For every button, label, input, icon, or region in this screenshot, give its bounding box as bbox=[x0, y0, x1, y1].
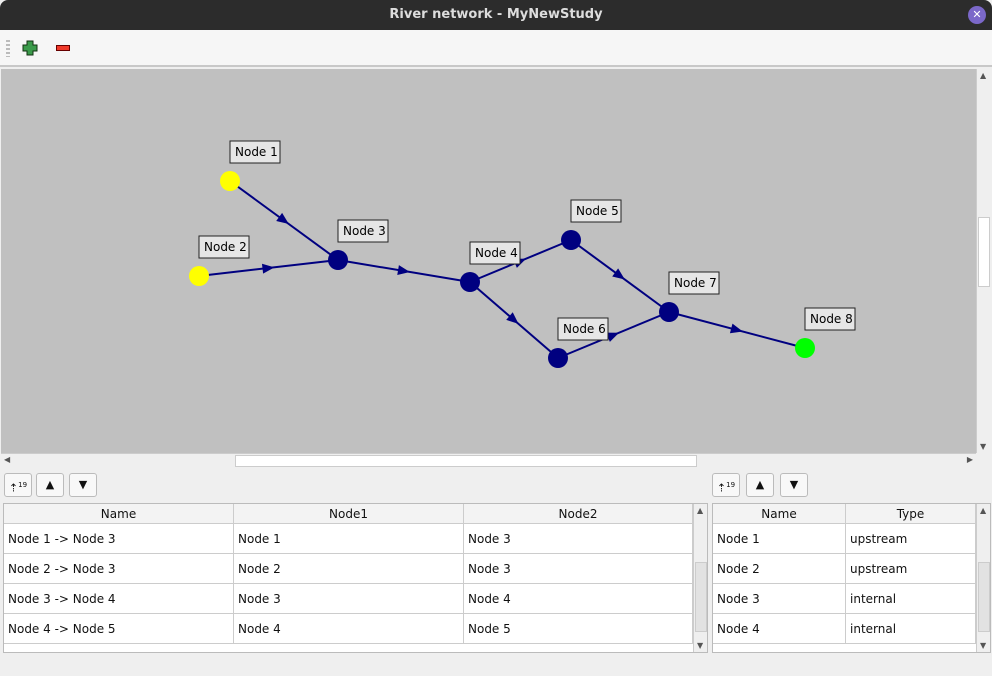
node-label: Node 8 bbox=[810, 312, 853, 326]
table-cell[interactable]: upstream bbox=[846, 554, 976, 584]
node-label: Node 5 bbox=[576, 204, 619, 218]
sort-icon[interactable]: ⇡19 bbox=[712, 473, 740, 497]
node[interactable] bbox=[795, 338, 815, 358]
edge-arrow-icon bbox=[261, 263, 275, 274]
table-cell[interactable]: Node 3 bbox=[713, 584, 846, 614]
table-cell[interactable]: Node 2 -> Node 3 bbox=[4, 554, 234, 584]
node-label-box bbox=[198, 235, 250, 259]
edge-arrow-icon bbox=[506, 312, 519, 324]
edge-arrow-icon bbox=[276, 212, 289, 225]
table-cell[interactable]: Node 4 -> Node 5 bbox=[4, 614, 234, 644]
node-label-box bbox=[229, 140, 281, 164]
remove-icon[interactable] bbox=[56, 45, 70, 51]
table-cell[interactable]: Node 3 -> Node 4 bbox=[4, 584, 234, 614]
node[interactable] bbox=[328, 250, 348, 270]
move-down-button[interactable]: ▼ bbox=[69, 473, 97, 497]
column-header[interactable]: Node2 bbox=[464, 504, 693, 524]
nodes-table-scrollbar[interactable]: ▲▼ bbox=[976, 504, 990, 652]
move-up-button[interactable]: ▲ bbox=[746, 473, 774, 497]
canvas-horizontal-scrollbar[interactable]: ◀▶ bbox=[1, 453, 976, 468]
toolbar-grip[interactable] bbox=[6, 40, 10, 57]
node-label-box bbox=[557, 317, 609, 341]
table-cell[interactable]: Node 4 bbox=[713, 614, 846, 644]
toolbar bbox=[0, 30, 992, 67]
network-graph[interactable]: Node 1 Node 2 Node 3 Node 4 Node 5 Node 6 Node… bbox=[1, 69, 976, 453]
column-header[interactable]: Name bbox=[4, 504, 234, 524]
node[interactable] bbox=[189, 266, 209, 286]
node-label: Node 7 bbox=[674, 276, 717, 290]
canvas-vertical-scrollbar[interactable]: ▲▼ bbox=[976, 69, 991, 453]
node[interactable] bbox=[561, 230, 581, 250]
node-label-box bbox=[570, 199, 622, 223]
table-cell[interactable]: Node 2 bbox=[713, 554, 846, 584]
move-down-button[interactable]: ▼ bbox=[780, 473, 808, 497]
table-cell[interactable]: upstream bbox=[846, 524, 976, 554]
node[interactable] bbox=[220, 171, 240, 191]
table-cell[interactable]: Node 2 bbox=[234, 554, 464, 584]
table-cell[interactable]: Node 3 bbox=[464, 524, 693, 554]
window-title: River network - MyNewStudy bbox=[389, 7, 603, 22]
node-label: Node 4 bbox=[475, 246, 518, 260]
table-cell[interactable]: Node 1 bbox=[713, 524, 846, 554]
table-cell[interactable]: Node 4 bbox=[464, 584, 693, 614]
table-cell[interactable]: Node 3 bbox=[464, 554, 693, 584]
node-label: Node 6 bbox=[563, 322, 606, 336]
status-bar bbox=[0, 654, 992, 676]
river-network-canvas[interactable]: Node 1 Node 2 Node 3 Node 4 Node 5 Node 6 Node… bbox=[1, 69, 976, 453]
table-cell[interactable]: Node 4 bbox=[234, 614, 464, 644]
table-cell[interactable]: Node 5 bbox=[464, 614, 693, 644]
title-bar: River network - MyNewStudy ✕ bbox=[0, 0, 992, 30]
sort-icon[interactable]: ⇡19 bbox=[4, 473, 32, 497]
move-up-button[interactable]: ▲ bbox=[36, 473, 64, 497]
node-label-box bbox=[337, 219, 389, 243]
column-header[interactable]: Name bbox=[713, 504, 846, 524]
node-label-box bbox=[804, 307, 856, 331]
node[interactable] bbox=[460, 272, 480, 292]
node-label: Node 2 bbox=[204, 240, 247, 254]
node[interactable] bbox=[659, 302, 679, 322]
add-icon[interactable] bbox=[22, 40, 38, 56]
table-cell[interactable]: internal bbox=[846, 584, 976, 614]
table-cell[interactable]: Node 1 -> Node 3 bbox=[4, 524, 234, 554]
table-cell[interactable]: internal bbox=[846, 614, 976, 644]
column-header[interactable]: Type bbox=[846, 504, 976, 524]
edge-arrow-icon bbox=[729, 323, 743, 334]
node-label-box bbox=[469, 241, 521, 265]
node-label-box bbox=[668, 271, 720, 295]
node-label: Node 1 bbox=[235, 145, 278, 159]
column-header[interactable]: Node1 bbox=[234, 504, 464, 524]
table-cell[interactable]: Node 3 bbox=[234, 584, 464, 614]
close-icon[interactable]: ✕ bbox=[968, 6, 986, 24]
edge-arrow-icon bbox=[606, 332, 620, 342]
edge-arrow-icon bbox=[397, 265, 410, 275]
edges-table-scrollbar[interactable]: ▲▼ bbox=[693, 504, 707, 652]
edge-arrow-icon bbox=[612, 268, 625, 280]
table-cell[interactable]: Node 1 bbox=[234, 524, 464, 554]
node[interactable] bbox=[548, 348, 568, 368]
node-label: Node 3 bbox=[343, 224, 386, 238]
